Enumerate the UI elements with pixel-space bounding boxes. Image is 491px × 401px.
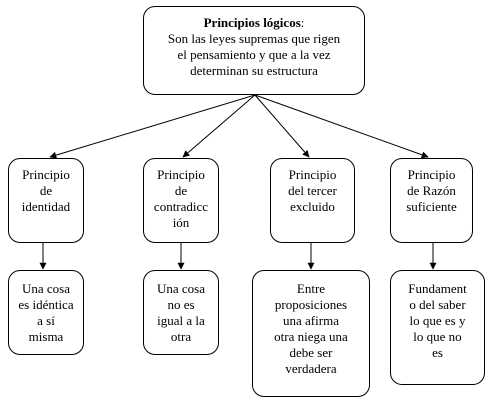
arrow-root-to-identidad xyxy=(49,94,256,159)
consequence-line: o del saber xyxy=(409,297,466,312)
consequence-line: otra niega una xyxy=(274,329,348,344)
consequence-line: Una cosa xyxy=(156,281,205,296)
consequence-line: lo que no xyxy=(413,329,462,344)
consequence-node-identidad: Una cosa es idéntica a sí misma xyxy=(8,270,84,355)
principle-line: contradicc xyxy=(153,199,209,214)
principle-node-contradiccion: Principio de contradicc ión xyxy=(143,158,219,243)
consequence-line: lo que es y xyxy=(409,313,466,328)
consequence-line: debe ser xyxy=(289,345,333,360)
principle-line: identidad xyxy=(21,199,71,214)
root-node: Principios lógicos: Son las leyes suprem… xyxy=(143,6,365,95)
consequence-node-contradiccion: Una cosa no es igual a la otra xyxy=(143,270,219,355)
principle-node-razon-suficiente: Principio de Razón suficiente xyxy=(390,158,473,243)
principle-line: Principio xyxy=(22,167,70,182)
principle-line: excluido xyxy=(290,199,335,214)
consequence-line: Entre xyxy=(296,281,326,296)
consequence-line: misma xyxy=(28,329,64,344)
principle-line: del tercer xyxy=(288,183,337,198)
arrow-root-to-razon-suficiente xyxy=(254,94,429,159)
principle-line: Principio xyxy=(407,167,456,182)
consequence-line: Una cosa xyxy=(21,281,70,296)
consequence-line: Fundament xyxy=(408,281,467,296)
root-line: determinan su estructura xyxy=(190,63,318,78)
consequence-line: igual a la xyxy=(157,313,205,328)
consequence-line: otra xyxy=(170,329,192,344)
principle-line: de xyxy=(174,183,188,198)
consequence-line: proposiciones xyxy=(274,297,348,312)
principle-line: Principio xyxy=(288,167,337,182)
principle-line: ión xyxy=(172,215,190,230)
principle-node-tercer-excluido: Principio del tercer excluido xyxy=(270,158,355,243)
principle-node-identidad: Principio de identidad xyxy=(8,158,84,243)
principle-line: suficiente xyxy=(406,199,457,214)
consequence-node-razon-suficiente: Fundament o del saber lo que es y lo que… xyxy=(390,270,485,385)
principle-line: de xyxy=(39,183,53,198)
consequence-line: es xyxy=(432,345,443,360)
consequence-line: no es xyxy=(167,297,195,312)
root-line: Son las leyes supremas que rigen xyxy=(167,31,341,46)
root-title-suffix: : xyxy=(300,15,305,30)
root-line: el pensamiento y que a la vez xyxy=(177,47,331,62)
consequence-line: a sí xyxy=(37,313,55,328)
arrow-root-to-tercer-excluido xyxy=(254,94,310,158)
root-title: Principios lógicos xyxy=(203,15,301,30)
root-title-line: Principios lógicos: xyxy=(154,15,354,31)
consequence-node-tercer-excluido: Entre proposiciones una afirma otra nieg… xyxy=(252,270,370,397)
principle-line: Principio xyxy=(157,167,205,182)
principle-line: de Razón xyxy=(407,183,456,198)
consequence-line: verdadera xyxy=(285,361,337,376)
consequence-line: una afirma xyxy=(283,313,339,328)
arrow-root-to-contradiccion xyxy=(182,94,256,158)
consequence-line: es idéntica xyxy=(18,297,74,312)
